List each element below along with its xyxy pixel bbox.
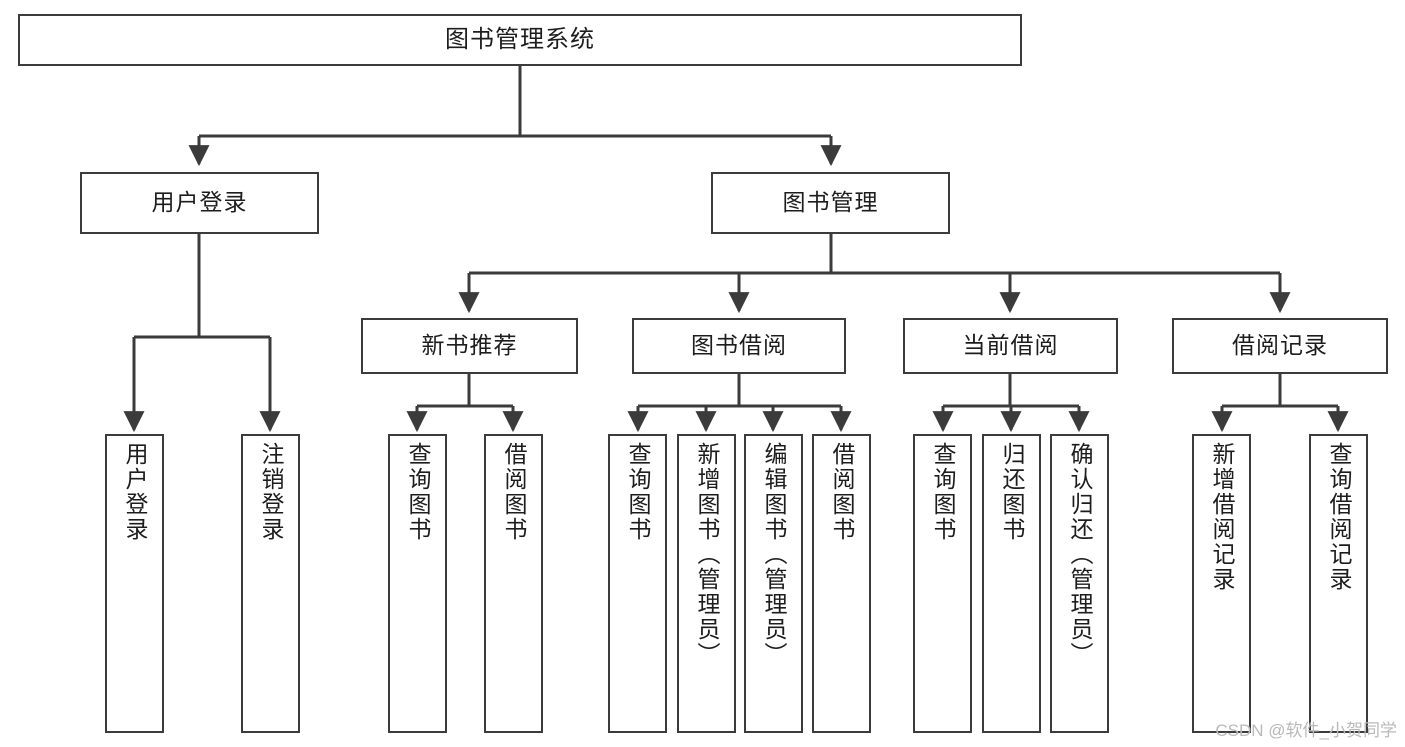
- node-leaf-query-borrow-record[interactable]: 查询借阅记录: [1309, 434, 1368, 733]
- node-label: 查询图书: [405, 442, 431, 542]
- node-book-borrow[interactable]: 图书借阅: [632, 318, 846, 374]
- node-new-book-recommend[interactable]: 新书推荐: [361, 318, 578, 374]
- node-label: 归还图书: [999, 442, 1025, 542]
- node-leaf-query-book-new[interactable]: 查询图书: [388, 434, 447, 733]
- node-label: 新增图书（管理员）: [694, 442, 720, 667]
- node-label: 图书借阅: [691, 332, 787, 359]
- node-label: 新增借阅记录: [1209, 442, 1235, 592]
- node-leaf-user-login[interactable]: 用户登录: [105, 434, 164, 733]
- node-label: 查询图书: [930, 442, 956, 542]
- node-leaf-logout[interactable]: 注销登录: [241, 434, 300, 733]
- node-label: 当前借阅: [962, 332, 1059, 359]
- node-leaf-return-book[interactable]: 归还图书: [982, 434, 1041, 733]
- node-leaf-add-book-admin[interactable]: 新增图书（管理员）: [677, 434, 736, 733]
- node-label: 查询图书: [625, 442, 651, 542]
- node-label: 图书管理: [782, 189, 879, 216]
- node-leaf-confirm-return-admin[interactable]: 确认归还（管理员）: [1050, 434, 1109, 733]
- node-label: 编辑图书（管理员）: [761, 442, 787, 667]
- node-label: 借阅图书: [829, 442, 855, 542]
- node-leaf-add-borrow-record[interactable]: 新增借阅记录: [1192, 434, 1251, 733]
- node-leaf-edit-book-admin[interactable]: 编辑图书（管理员）: [744, 434, 803, 733]
- node-label: 注销登录: [258, 442, 284, 542]
- node-label: 用户登录: [122, 442, 148, 542]
- node-current-borrow[interactable]: 当前借阅: [903, 318, 1118, 374]
- node-root-system[interactable]: 图书管理系统: [18, 14, 1022, 66]
- node-leaf-borrow-book-new[interactable]: 借阅图书: [484, 434, 543, 733]
- node-label: 查询借阅记录: [1326, 442, 1352, 592]
- node-label: 确认归还（管理员）: [1067, 442, 1093, 667]
- node-label: 图书管理系统: [445, 25, 595, 53]
- node-label: 新书推荐: [421, 332, 518, 359]
- node-leaf-query-book[interactable]: 查询图书: [608, 434, 667, 733]
- node-leaf-query-book-current[interactable]: 查询图书: [913, 434, 972, 733]
- node-label: 借阅记录: [1232, 332, 1328, 359]
- node-user-login[interactable]: 用户登录: [80, 172, 319, 234]
- node-label: 用户登录: [151, 189, 248, 216]
- node-borrow-record[interactable]: 借阅记录: [1172, 318, 1388, 374]
- node-book-manage[interactable]: 图书管理: [711, 172, 950, 234]
- node-label: 借阅图书: [501, 442, 527, 542]
- node-leaf-borrow-book[interactable]: 借阅图书: [812, 434, 871, 733]
